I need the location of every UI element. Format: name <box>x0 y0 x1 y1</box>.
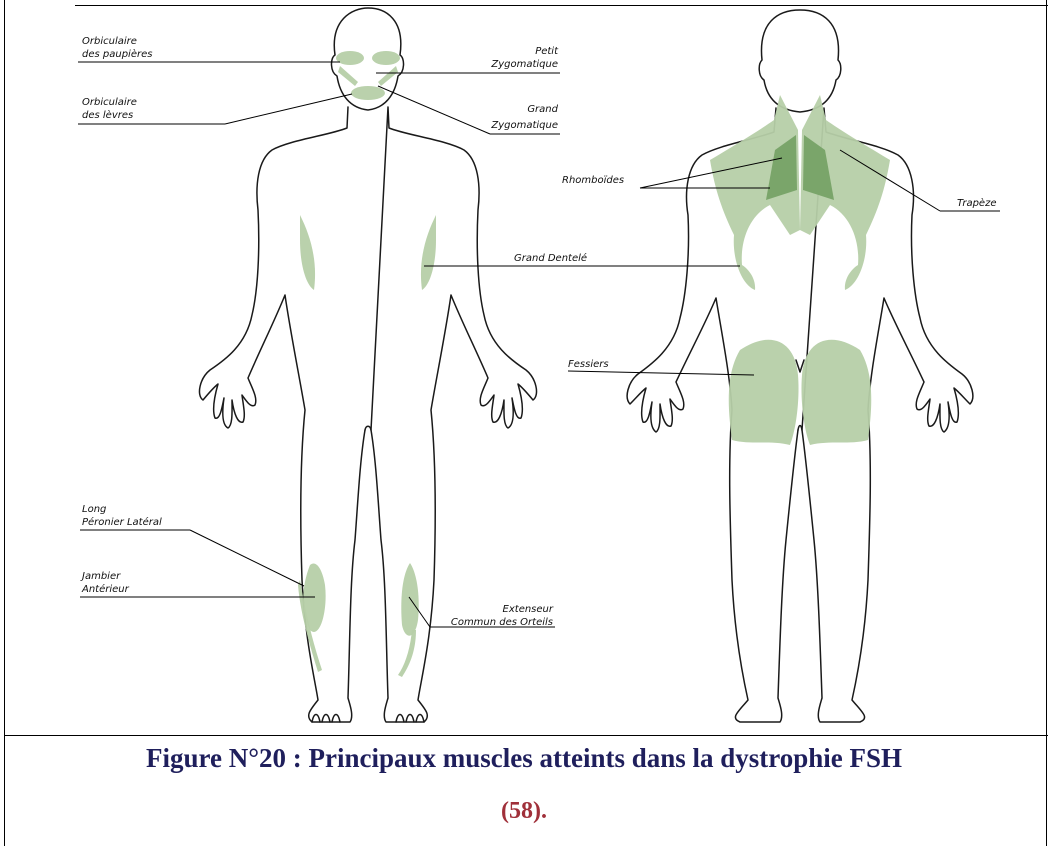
pointer-orbicularis-lips-2 <box>225 94 352 124</box>
label-trapeze: Trapèze <box>957 197 996 209</box>
label-orbiculaire-levres-1: Orbiculaire <box>82 97 137 108</box>
label-extenseur-2: Commun des Orteils <box>451 617 553 628</box>
back-body <box>627 10 973 722</box>
muscle-serratus-right <box>300 215 315 290</box>
muscle-gluteus-left <box>729 340 799 445</box>
label-rhomboides: Rhomboïdes <box>562 175 624 186</box>
pointer-grand-zygomatique-2 <box>378 86 490 134</box>
muscle-orbicularis-eye-left <box>372 51 400 65</box>
figure-caption-title: Figure N°20 : Principaux muscles atteint… <box>0 743 1048 774</box>
label-grand-zygomatique-1: Grand <box>527 104 558 115</box>
label-extenseur-1: Extenseur <box>503 604 554 615</box>
muscle-serratus-left <box>421 215 436 290</box>
label-jambier-1: Jambier <box>80 571 121 582</box>
anatomy-diagram: Orbiculaire des paupières Orbiculaire de… <box>0 0 1048 735</box>
label-jambier-2: Antérieur <box>81 583 130 595</box>
muscle-zygomatic-right <box>338 66 358 86</box>
muscle-orbicularis-lips <box>351 86 385 100</box>
front-body <box>199 8 536 722</box>
label-fessiers: Fessiers <box>568 359 609 370</box>
front-muscles <box>298 51 436 677</box>
label-petit-zygomatique-2: Zygomatique <box>490 59 558 70</box>
label-long-peronier-1: Long <box>82 504 106 515</box>
label-orbiculaire-levres-2: des lèvres <box>82 109 133 121</box>
labels: Orbiculaire des paupières Orbiculaire de… <box>80 36 996 628</box>
label-orbiculaire-paupieres-1: Orbiculaire <box>82 36 137 47</box>
label-petit-zygomatique-1: Petit <box>535 46 559 57</box>
muscle-orbicularis-eye-right <box>336 51 364 65</box>
caption-divider <box>4 735 1048 736</box>
figure-caption-reference: (58). <box>0 798 1048 825</box>
muscle-gluteus-right <box>801 340 871 445</box>
label-grand-zygomatique-2: Zygomatique <box>490 120 558 131</box>
pointer-long-peronier-2 <box>190 530 304 586</box>
muscle-extensor-lower <box>398 630 416 677</box>
muscle-extensor-digitorum <box>401 563 418 636</box>
label-orbiculaire-paupieres-2: des paupières <box>82 48 152 60</box>
label-long-peronier-2: Péronier Latéral <box>82 516 162 528</box>
label-grand-dentele: Grand Dentelé <box>514 252 587 264</box>
back-muscles <box>710 95 890 445</box>
muscle-zygomatic-left <box>378 66 398 86</box>
pointer-fessiers <box>568 371 754 375</box>
